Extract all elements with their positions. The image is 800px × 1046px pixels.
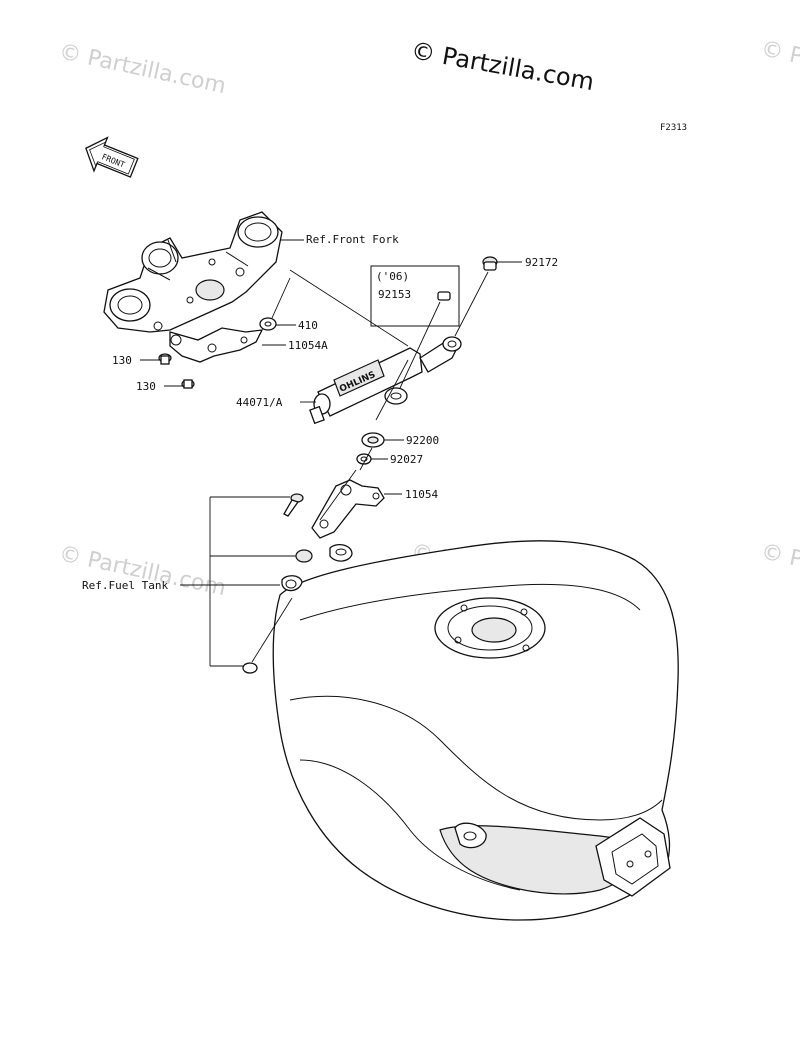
bolt-130-lower xyxy=(181,379,195,389)
brand-watermark: © Partzilla.com xyxy=(409,36,596,96)
bolt-92153 xyxy=(437,291,451,301)
callout-44071A: 44071/A xyxy=(236,396,283,409)
callout-92172: 92172 xyxy=(525,256,558,269)
steering-damper: OHLINS xyxy=(309,336,462,425)
note-box-06: ('06) 92153 xyxy=(370,265,460,327)
callout-92200: 92200 xyxy=(406,434,439,447)
leader-lines xyxy=(140,239,522,667)
callout-labels: Ref.Front Fork 92172 410 11054A 130 130 … xyxy=(82,233,558,592)
watermark-top-left: © Partzilla.com xyxy=(57,39,228,99)
note-part: 92153 xyxy=(378,288,411,301)
note-year: ('06) xyxy=(376,270,409,283)
bolt-92172 xyxy=(482,256,498,271)
watermark-mid-left: © Partzilla.com xyxy=(57,541,228,601)
watermark-top-right: © Partzilla.com xyxy=(759,36,800,96)
bolt-130-upper xyxy=(158,353,172,365)
grommet-tank xyxy=(242,549,313,674)
ref-front-fork-label: Ref.Front Fork xyxy=(306,233,399,246)
upper-triple-clamp xyxy=(103,211,283,333)
watermark-mid-right: © Partzilla.com xyxy=(759,539,800,599)
callout-130-lower: 130 xyxy=(136,380,156,393)
callout-11054: 11054 xyxy=(405,488,438,501)
callout-410: 410 xyxy=(298,319,318,332)
front-arrow: FRONT xyxy=(85,136,139,178)
callout-11054A: 11054A xyxy=(288,339,328,352)
callout-130-upper: 130 xyxy=(112,354,132,367)
washer-410 xyxy=(259,317,277,331)
screw-tank xyxy=(283,493,304,517)
figure-code: F2313 xyxy=(660,123,687,133)
collar-92200 xyxy=(361,432,385,448)
bracket-11054 xyxy=(311,479,385,539)
fuel-tank xyxy=(272,540,679,921)
bracket-11054A xyxy=(169,327,264,363)
callout-92027: 92027 xyxy=(390,453,423,466)
ref-fuel-tank-label: Ref.Fuel Tank xyxy=(82,579,168,592)
